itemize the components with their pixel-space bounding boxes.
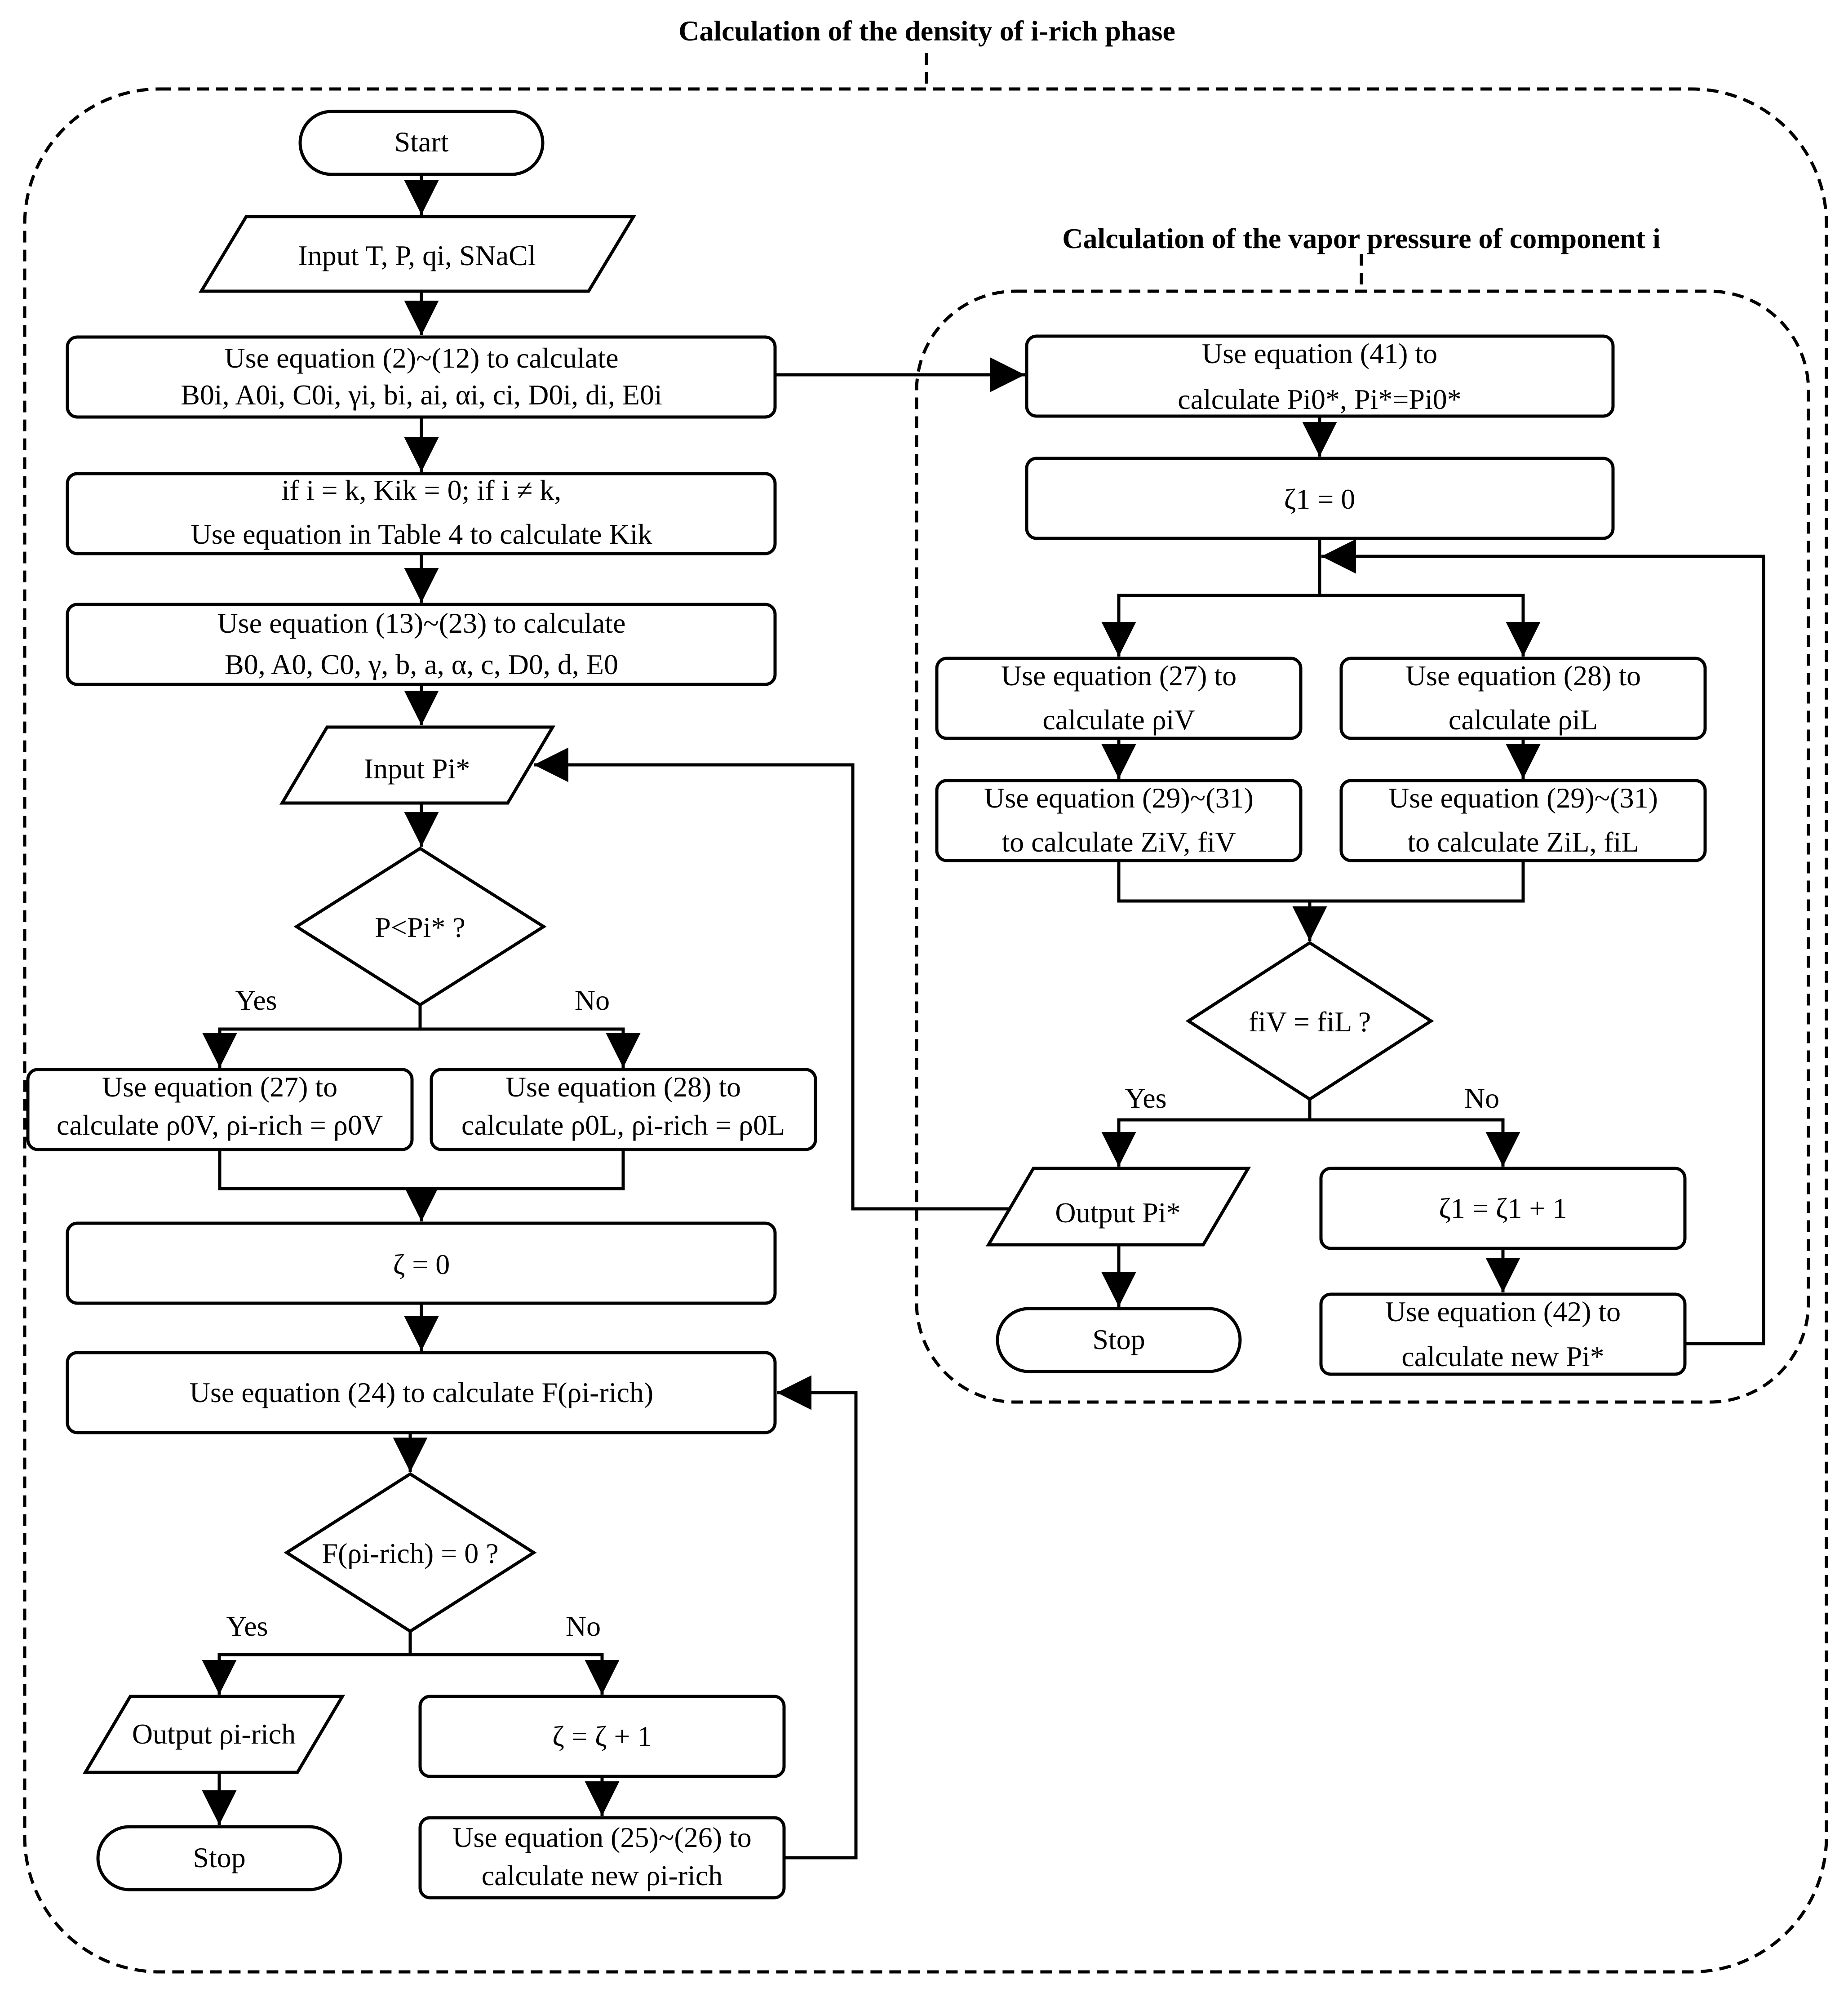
eq42-process — [1319, 1292, 1687, 1376]
eq28-right-line2: calculate ρiL — [1449, 704, 1598, 736]
input-variables-parallelogram — [198, 215, 637, 293]
eq29-vapor-line1: Use equation (29)~(31) — [984, 782, 1254, 814]
eq28-left-line1: Use equation (28) to — [505, 1071, 741, 1103]
eq27-right-line2: calculate ρiV — [1042, 704, 1195, 736]
eq29-vapor-line2: to calculate ZiV, fiV — [1002, 826, 1236, 858]
eq2-12-line2: B0i, A0i, C0i, γi, bi, ai, αi, ci, D0i, … — [181, 379, 662, 411]
kik-line2: Use equation in Table 4 to calculate Kik — [191, 518, 652, 550]
eq27-right-line1: Use equation (27) to — [1001, 660, 1236, 692]
zeta1-init-label: ζ1 = 0 — [1284, 483, 1356, 515]
eq29-liquid-line2: to calculate ZiL, fiL — [1407, 826, 1639, 858]
input-variables-label: Input T, P, qi, SNaCl — [298, 240, 536, 271]
output-rho-parallelogram — [82, 1695, 346, 1774]
outer-title: Calculation of the density of i-rich pha… — [678, 15, 1175, 47]
eq25-26-line1: Use equation (25)~(26) to — [452, 1821, 752, 1853]
stop-terminal-left — [96, 1825, 342, 1891]
eq28-right-line1: Use equation (28) to — [1405, 660, 1641, 692]
output-rho-label: Output ρi-rich — [132, 1718, 296, 1750]
yes-label-right: Yes — [1125, 1082, 1166, 1114]
yes-label-1: Yes — [235, 984, 277, 1016]
zeta1-increment-label: ζ1 = ζ1 + 1 — [1439, 1192, 1567, 1224]
left-connectors — [202, 174, 858, 1860]
eq25-26-line2: calculate new ρi-rich — [482, 1860, 723, 1891]
eq2-12-line1: Use equation (2)~(12) to calculate — [225, 342, 619, 374]
stop-label-left: Stop — [193, 1842, 245, 1873]
eq41-line2: calculate Pi0*, Pi*=Pi0* — [1178, 383, 1462, 415]
fugacity-decision-label: fiV = fiL ? — [1249, 1006, 1371, 1038]
eq42-line1: Use equation (42) to — [1385, 1296, 1621, 1327]
f-zero-label: F(ρi-rich) = 0 ? — [322, 1537, 498, 1569]
kik-line1: if i = k, Kik = 0; if i ≠ k, — [282, 474, 562, 506]
start-label: Start — [394, 126, 449, 158]
eq27-left-line2: calculate ρ0V, ρi-rich = ρ0V — [57, 1109, 383, 1141]
no-label-1: No — [575, 984, 610, 1016]
stop-label-right: Stop — [1092, 1323, 1145, 1355]
eq41-line1: Use equation (41) to — [1202, 337, 1437, 369]
input-p-label: Input Pi* — [364, 753, 470, 785]
eq13-23-line2: B0, A0, C0, γ, b, a, α, c, D0, d, E0 — [225, 648, 618, 680]
yes-label-2: Yes — [226, 1610, 268, 1642]
right-connectors — [534, 357, 1765, 1345]
inner-title: Calculation of the vapor pressure of com… — [1062, 222, 1661, 254]
input-p-parallelogram — [279, 725, 556, 805]
outer-dashed-group — [23, 87, 1828, 1974]
eq24-label: Use equation (24) to calculate F(ρi-rich… — [190, 1376, 653, 1408]
eq42-line2: calculate new Pi* — [1401, 1341, 1604, 1372]
zeta-init-label: ζ = 0 — [393, 1248, 450, 1280]
output-p-parallelogram — [985, 1167, 1251, 1247]
eq24-process — [66, 1351, 777, 1434]
no-label-right: No — [1464, 1082, 1499, 1114]
eq27-left-line1: Use equation (27) to — [102, 1071, 337, 1103]
eq28-left-line2: calculate ρ0L, ρi-rich = ρ0L — [461, 1109, 785, 1141]
no-label-2: No — [566, 1610, 601, 1642]
stop-terminal-right — [996, 1307, 1242, 1373]
output-p-label: Output Pi* — [1055, 1197, 1180, 1229]
zeta-increment-label: ζ = ζ + 1 — [552, 1720, 651, 1752]
eq29-liquid-line1: Use equation (29)~(31) — [1388, 782, 1658, 814]
p-compare-label: P<Pi* ? — [375, 911, 465, 943]
inner-dashed-group — [915, 289, 1810, 1404]
eq13-23-line1: Use equation (13)~(23) to calculate — [217, 607, 626, 639]
